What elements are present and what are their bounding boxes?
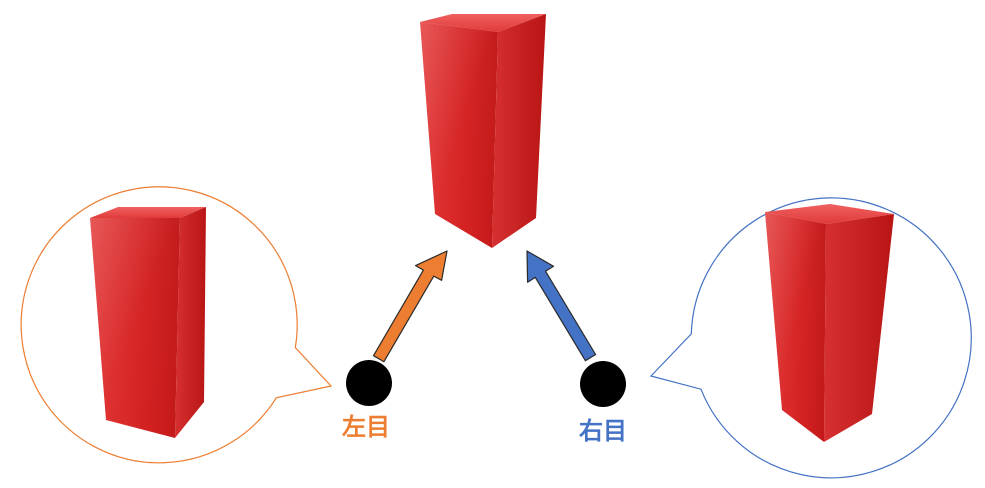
right-eye-label: 右目 xyxy=(579,417,627,445)
prism-side-face xyxy=(492,14,546,248)
left-eye-label: 左目 xyxy=(342,413,390,441)
center-prism xyxy=(420,14,546,248)
prism-top-face xyxy=(420,14,546,32)
right-view-prism xyxy=(765,204,894,442)
left-view-prism xyxy=(90,207,206,438)
right-eye-view-bubble xyxy=(649,197,972,479)
left-eye-icon xyxy=(346,360,392,406)
right-view-arrow xyxy=(526,250,597,362)
left-view-arrow xyxy=(372,250,448,363)
right-eye-icon xyxy=(580,361,626,407)
left-eye-view-bubble xyxy=(20,186,333,464)
